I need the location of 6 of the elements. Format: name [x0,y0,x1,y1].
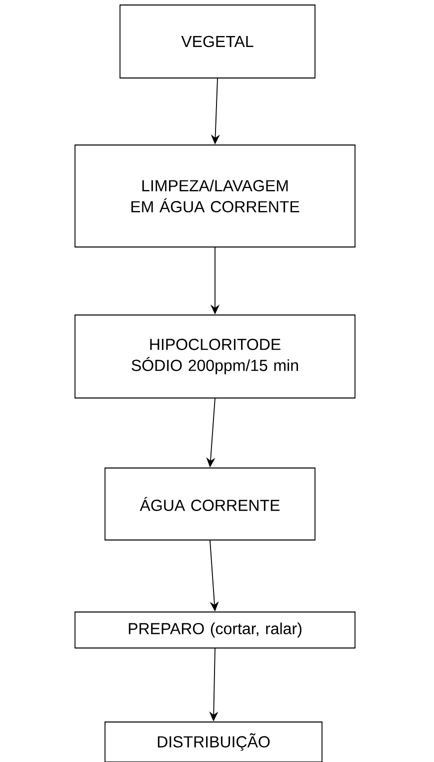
process-box: ÁGUA CORRENTE [104,468,316,540]
process-box: PREPARO (cortar, ralar) [74,612,356,648]
process-box: HIPOCLORITODE SÓDIO 200ppm/15 min [74,314,356,398]
process-box: LIMPEZA/LAVAGEM EM ÁGUA CORRENTE [74,144,356,248]
process-box: VEGETAL [120,4,316,78]
process-box: DISTRIBUIÇÃO [104,722,322,762]
